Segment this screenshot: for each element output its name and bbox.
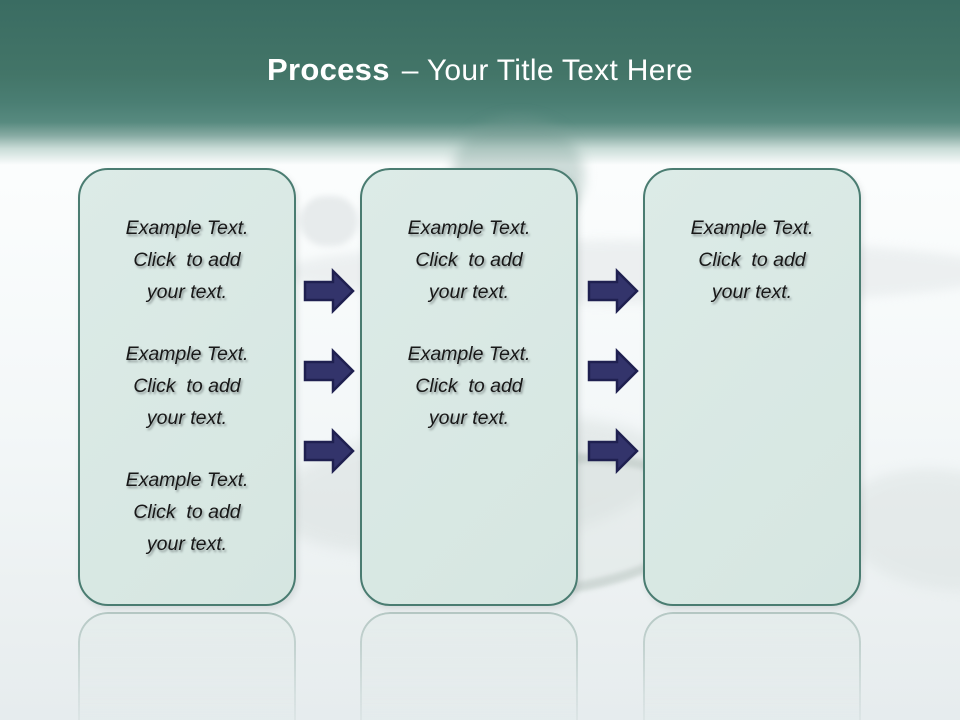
header-band [0, 0, 960, 165]
arrow-right-icon [303, 268, 355, 314]
process-box-1[interactable]: Example Text. Click to add your text. Ex… [78, 168, 296, 606]
process-box-3[interactable]: Example Text. Click to add your text. [643, 168, 861, 606]
process-box-2[interactable]: Example Text. Click to add your text. Ex… [360, 168, 578, 606]
placeholder-text: Example Text. Click to add your text. [407, 217, 531, 303]
placeholder-text: Example Text. Click to add your text. [407, 343, 531, 429]
slide-title-keyword: Process [267, 52, 390, 87]
placeholder-text: Example Text. Click to add your text. [125, 343, 249, 429]
arrow-right-icon [587, 348, 639, 394]
slide-title-text: – Your Title Text Here [401, 54, 693, 87]
arrow-right-icon [303, 428, 355, 474]
arrow-right-icon [587, 428, 639, 474]
slide-title: Process – Your Title Text Here [0, 52, 960, 88]
placeholder-text: Example Text. Click to add your text. [690, 217, 814, 303]
placeholder-text: Example Text. Click to add your text. [125, 217, 249, 303]
background-figure-hand [300, 196, 358, 246]
box-reflection [643, 612, 861, 720]
box-reflection [78, 612, 296, 720]
arrow-right-icon [303, 348, 355, 394]
box-reflection [360, 612, 578, 720]
placeholder-text: Example Text. Click to add your text. [125, 469, 249, 555]
arrow-right-icon [587, 268, 639, 314]
